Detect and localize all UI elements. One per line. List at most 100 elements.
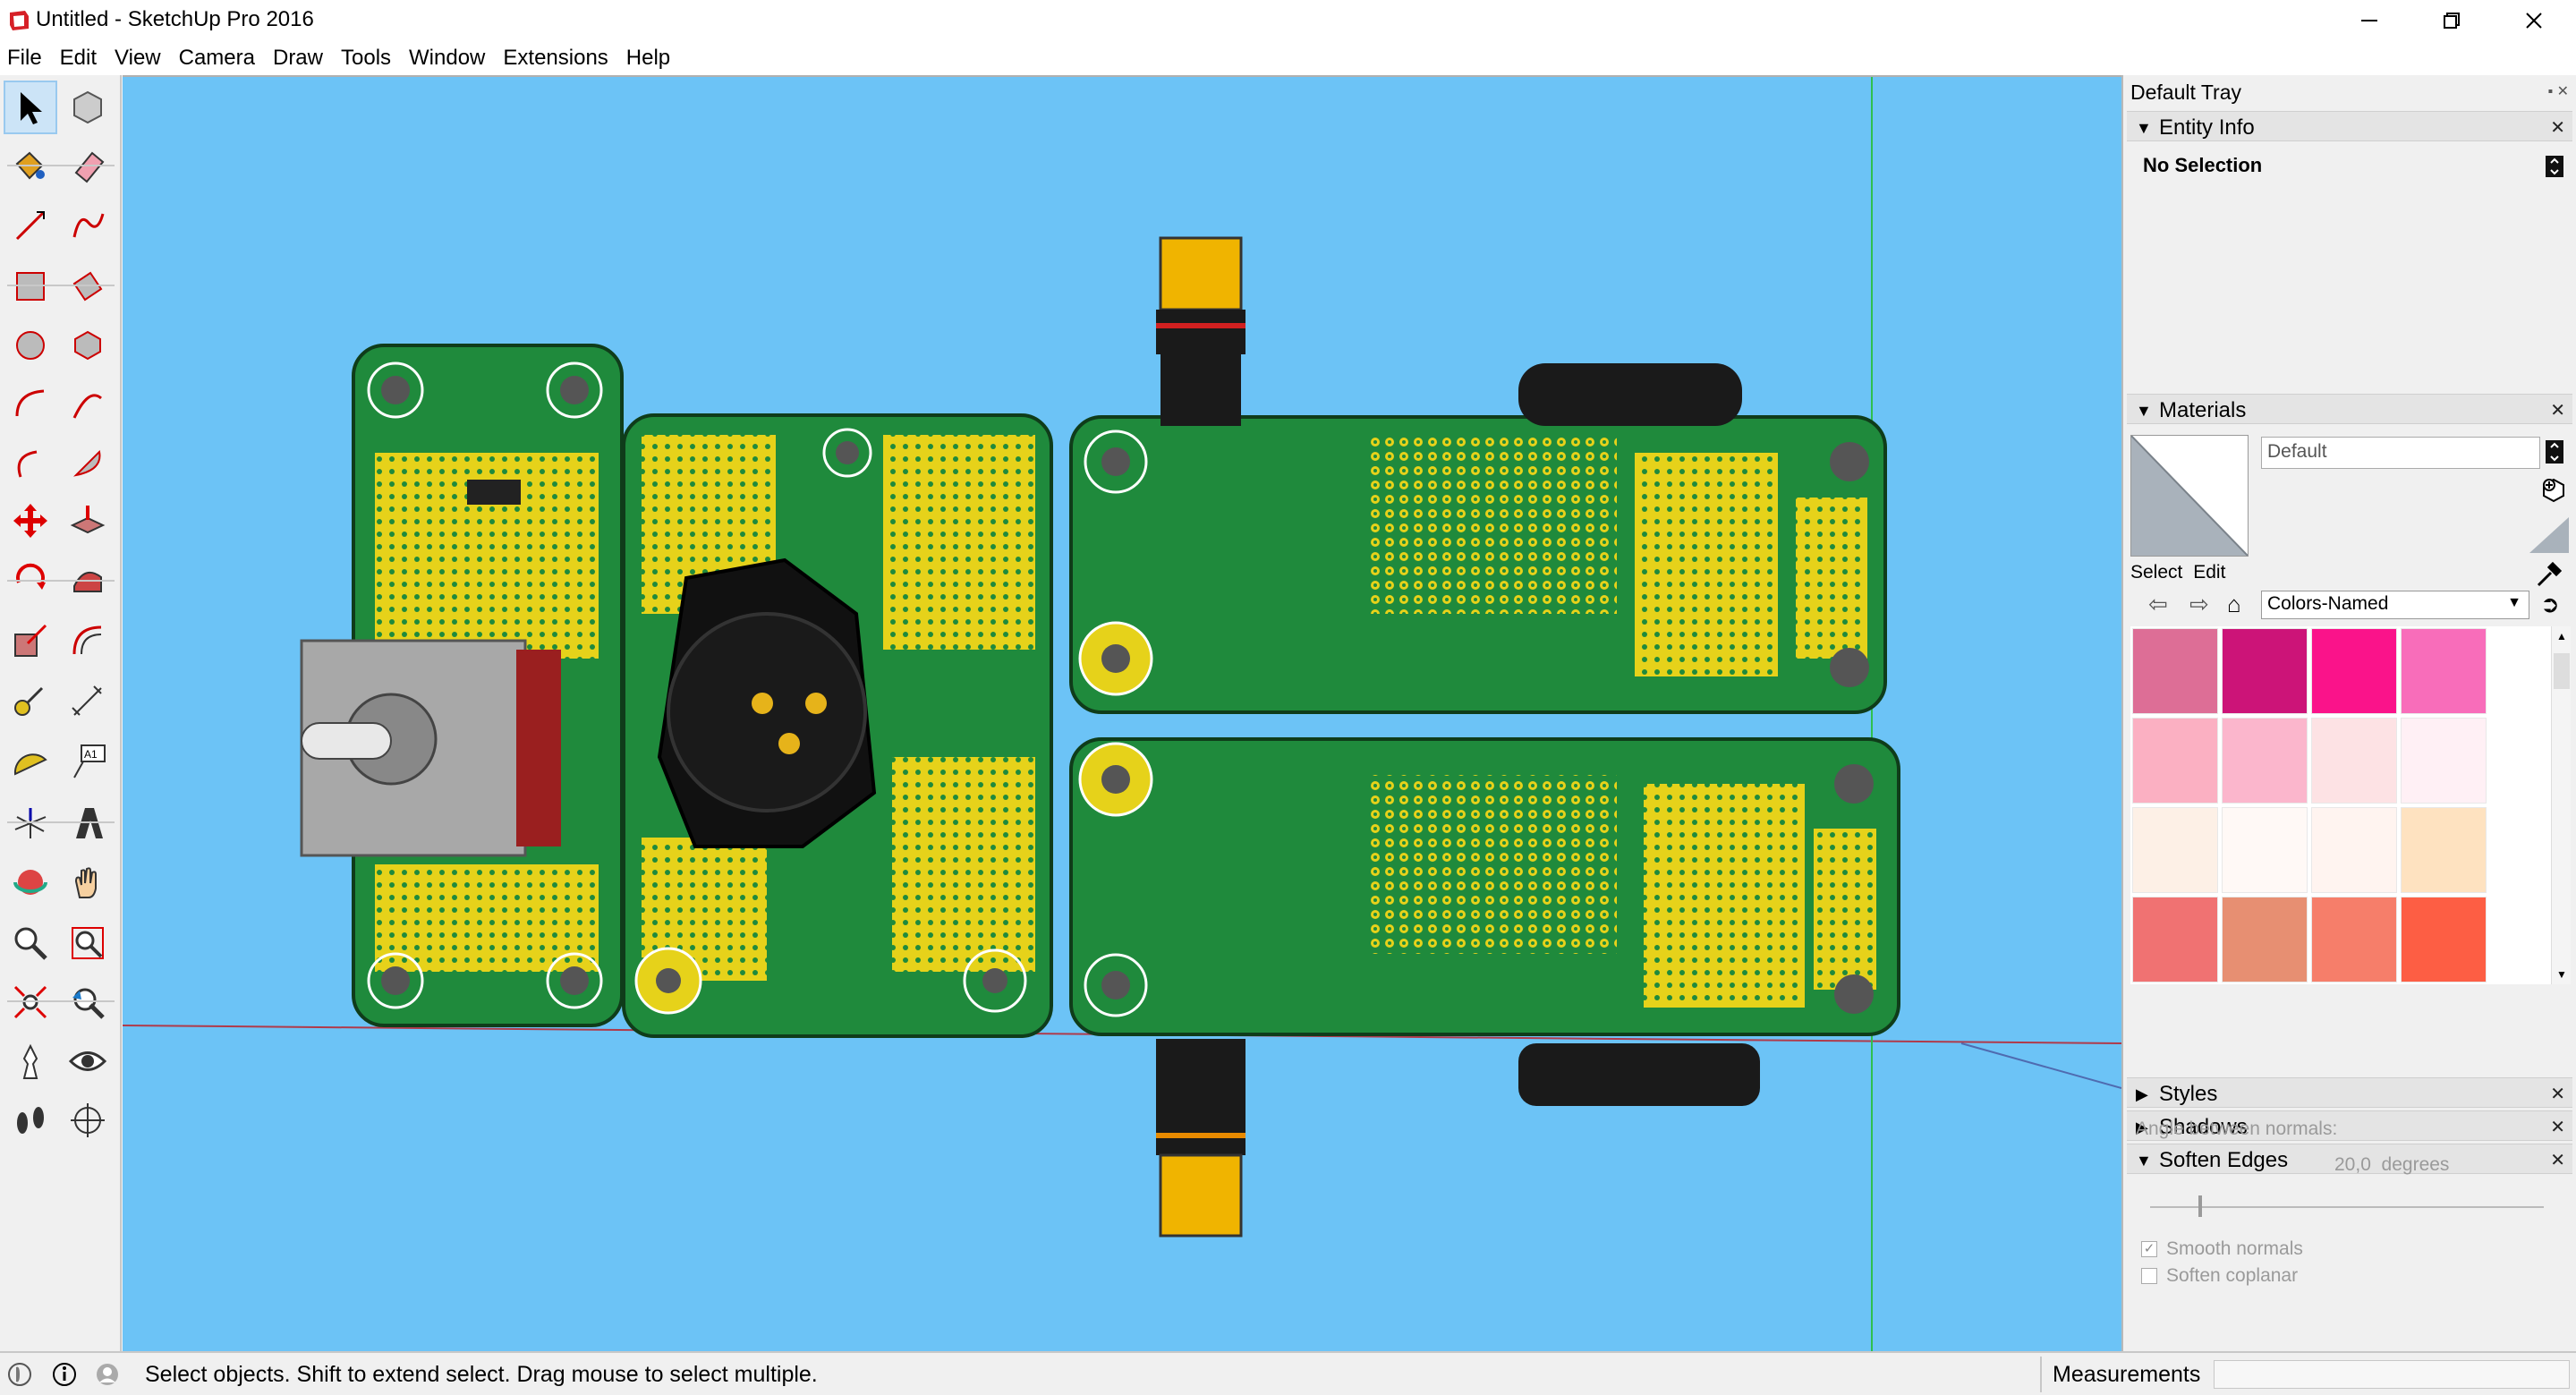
menu-window[interactable]: Window [409, 46, 486, 70]
close-panel-icon[interactable]: ✕ [2550, 118, 2565, 138]
scroll-down-icon[interactable]: ▼ [2556, 968, 2567, 981]
home-icon[interactable]: ⌂ [2227, 591, 2241, 617]
zoom-extents-tool-button[interactable] [4, 975, 57, 1029]
menu-help[interactable]: Help [625, 46, 671, 70]
close-button[interactable] [2493, 0, 2575, 41]
menu-view[interactable]: View [115, 46, 161, 70]
material-swatch[interactable] [2401, 807, 2487, 893]
close-panel-icon[interactable]: ✕ [2550, 1151, 2565, 1170]
scale-tool-button[interactable] [4, 614, 57, 668]
menu-edit[interactable]: Edit [59, 46, 98, 70]
scroll-up-icon[interactable]: ▲ [2556, 630, 2567, 642]
zoom-window-tool-button[interactable] [61, 916, 115, 970]
credits-info-icon[interactable] [52, 1362, 77, 1387]
menu-camera[interactable]: Camera [178, 46, 255, 70]
paint-bucket-tool-button[interactable] [4, 140, 57, 193]
arc-tool-button[interactable] [4, 378, 57, 431]
shadows-header[interactable]: ▶ Shadows ✕ [2127, 1110, 2572, 1141]
angle-slider-thumb[interactable] [2198, 1195, 2202, 1217]
line-tool-button[interactable] [4, 199, 57, 252]
material-swatch[interactable] [2132, 718, 2218, 804]
menu-tools[interactable]: Tools [341, 46, 392, 70]
close-panel-icon[interactable]: ✕ [2550, 401, 2565, 421]
two-point-arc-tool-button[interactable] [61, 378, 115, 431]
tape-measure-tool-button[interactable] [4, 675, 57, 728]
rotate-tool-button[interactable] [4, 553, 57, 607]
soften-edges-header[interactable]: ▼ Soften Edges ✕ [2127, 1144, 2572, 1174]
material-swatch[interactable] [2222, 897, 2308, 982]
orbit-tool-button[interactable] [4, 855, 57, 909]
circle-tool-button[interactable] [4, 319, 57, 372]
material-library-select[interactable]: Colors-Named ▼ [2261, 591, 2529, 619]
forward-arrow-icon[interactable]: ⇨ [2189, 591, 2209, 617]
material-swatch[interactable] [2132, 897, 2218, 982]
dimension-tool-button[interactable] [61, 675, 115, 728]
pie-tool-button[interactable] [61, 437, 115, 490]
geo-location-icon[interactable] [7, 1362, 32, 1387]
make-component-tool-button[interactable] [61, 81, 115, 134]
close-panel-icon[interactable]: ✕ [2550, 1118, 2565, 1137]
details-toggle-icon[interactable] [2544, 438, 2565, 465]
materials-header[interactable]: ▼ Materials ✕ [2127, 394, 2572, 424]
protractor-tool-button[interactable] [4, 736, 57, 789]
material-swatch[interactable] [2311, 897, 2397, 982]
material-swatch[interactable] [2311, 628, 2397, 714]
material-swatch[interactable] [2401, 718, 2487, 804]
swatch-scrollbar[interactable]: ▲ ▼ [2551, 626, 2571, 984]
polygon-tool-button[interactable] [61, 319, 115, 372]
zoom-tool-button[interactable] [4, 916, 57, 970]
back-arrow-icon[interactable]: ⇦ [2148, 591, 2168, 617]
model-viewport[interactable] [123, 75, 2121, 1351]
details-arrow-icon[interactable]: ➲ [2540, 591, 2560, 617]
menu-file[interactable]: File [7, 46, 42, 70]
material-swatch[interactable] [2222, 807, 2308, 893]
tab-select[interactable]: Select [2130, 562, 2183, 583]
section-plane-tool-button[interactable] [61, 1093, 115, 1147]
minimize-button[interactable] [2328, 0, 2410, 41]
tab-edit[interactable]: Edit [2193, 562, 2226, 583]
angle-slider-track[interactable] [2150, 1206, 2544, 1208]
rectangle-tool-button[interactable] [4, 259, 57, 313]
offset-tool-button[interactable] [61, 614, 115, 668]
push-pull-tool-button[interactable] [61, 494, 115, 548]
material-name-field[interactable]: Default [2261, 437, 2540, 469]
select-tool-button[interactable] [4, 81, 57, 134]
previous-view-tool-button[interactable] [61, 975, 115, 1029]
look-around-tool-button[interactable] [61, 1034, 115, 1088]
soften-coplanar-checkbox[interactable] [2141, 1268, 2157, 1284]
details-toggle-icon[interactable] [2544, 154, 2565, 179]
pan-tool-button[interactable] [61, 855, 115, 909]
material-swatch[interactable] [2401, 628, 2487, 714]
3d-text-tool-button[interactable] [61, 796, 115, 850]
user-account-icon[interactable] [95, 1362, 120, 1387]
walk-tool-button[interactable] [4, 1093, 57, 1147]
close-panel-icon[interactable]: ✕ [2550, 1085, 2565, 1104]
scroll-thumb[interactable] [2554, 653, 2570, 689]
rotated-rectangle-tool-button[interactable] [61, 259, 115, 313]
material-swatch[interactable] [2132, 628, 2218, 714]
default-material-icon[interactable] [2529, 517, 2569, 553]
smooth-normals-checkbox[interactable]: ✓ [2141, 1241, 2157, 1257]
material-swatch[interactable] [2132, 807, 2218, 893]
material-swatch[interactable] [2401, 897, 2487, 982]
menu-extensions[interactable]: Extensions [503, 46, 608, 70]
create-material-icon[interactable] [2540, 476, 2567, 503]
styles-header[interactable]: ▶ Styles ✕ [2127, 1077, 2572, 1108]
position-camera-tool-button[interactable] [4, 1034, 57, 1088]
menu-draw[interactable]: Draw [272, 46, 323, 70]
restore-button[interactable] [2410, 0, 2493, 41]
material-swatch[interactable] [2311, 807, 2397, 893]
material-swatch[interactable] [2222, 718, 2308, 804]
material-swatch[interactable] [2222, 628, 2308, 714]
tray-pin-icon[interactable]: ▪ ✕ [2547, 84, 2569, 99]
move-tool-button[interactable] [4, 494, 57, 548]
axes-tool-button[interactable] [4, 796, 57, 850]
entity-info-header[interactable]: ▼ Entity Info ✕ [2127, 111, 2572, 141]
measurements-input[interactable] [2214, 1360, 2570, 1389]
text-tool-button[interactable]: A1 [61, 736, 115, 789]
sample-paint-icon[interactable] [2535, 560, 2563, 589]
material-swatch[interactable] [2311, 718, 2397, 804]
eraser-tool-button[interactable] [61, 140, 115, 193]
three-point-arc-tool-button[interactable] [4, 437, 57, 490]
freehand-tool-button[interactable] [61, 199, 115, 252]
